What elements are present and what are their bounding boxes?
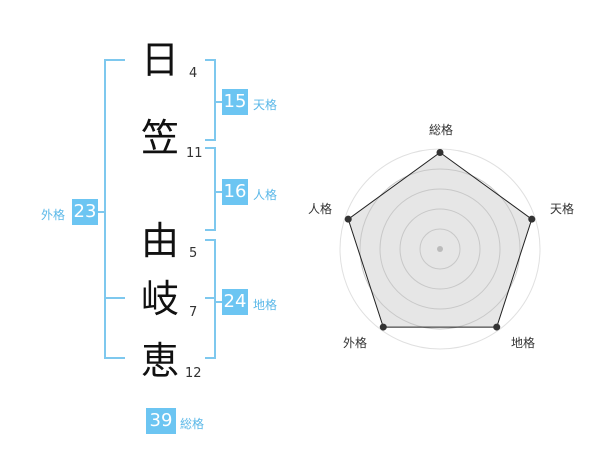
- soukaku-label: 総格: [180, 417, 205, 431]
- radar-grid-ring-2: [399, 208, 481, 290]
- stroke-count-2: 11: [186, 146, 203, 161]
- jinkaku-bracket: [205, 147, 216, 231]
- radar-outline: [347, 151, 533, 328]
- stroke-count-4: 7: [189, 305, 198, 320]
- soukaku-badge: 39: [146, 408, 176, 434]
- name-char-5: 恵: [141, 339, 180, 383]
- radar-point-4: [379, 323, 387, 331]
- gaikaku-badge: 23: [72, 199, 98, 225]
- radar-axis-label-4: 外格: [343, 335, 367, 350]
- stroke-count-1: 4: [189, 66, 198, 81]
- jinkaku-badge: 16: [222, 179, 248, 205]
- radar-axis-label-2: 天格: [550, 201, 574, 216]
- name-char-2: 笠: [141, 116, 180, 160]
- tenkaku-bracket: [205, 59, 216, 141]
- name-char-1: 日: [141, 38, 180, 82]
- name-char-3: 由: [141, 219, 180, 263]
- radar-point-1: [436, 149, 444, 156]
- chikaku-label: 地格: [253, 298, 278, 312]
- radar-point-5: [344, 215, 352, 223]
- radar-axis-label-5: 人格: [308, 201, 332, 216]
- radar-grid-ring-3: [379, 188, 501, 310]
- gaikaku-bracket: [104, 59, 125, 359]
- jinkaku-label: 人格: [253, 188, 278, 202]
- gaikaku-label: 外格: [41, 208, 66, 222]
- radar-center: [437, 246, 443, 252]
- chikaku-badge: 24: [222, 289, 248, 315]
- radar-axis-label-3: 地格: [511, 335, 535, 350]
- radar-grid-ring-1: [419, 228, 461, 270]
- tenkaku-label: 天格: [253, 98, 278, 112]
- radar-axis-label-1: 総格: [429, 122, 453, 137]
- radar-area: [348, 152, 532, 328]
- tenkaku-badge: 15: [222, 89, 248, 115]
- stroke-count-5: 12: [185, 366, 202, 381]
- radar-point-2: [528, 215, 536, 223]
- stroke-count-3: 5: [189, 246, 198, 261]
- name-char-4: 岐: [141, 277, 180, 321]
- radar-grid-ring-4: [359, 168, 521, 330]
- radar-point-3: [493, 323, 501, 331]
